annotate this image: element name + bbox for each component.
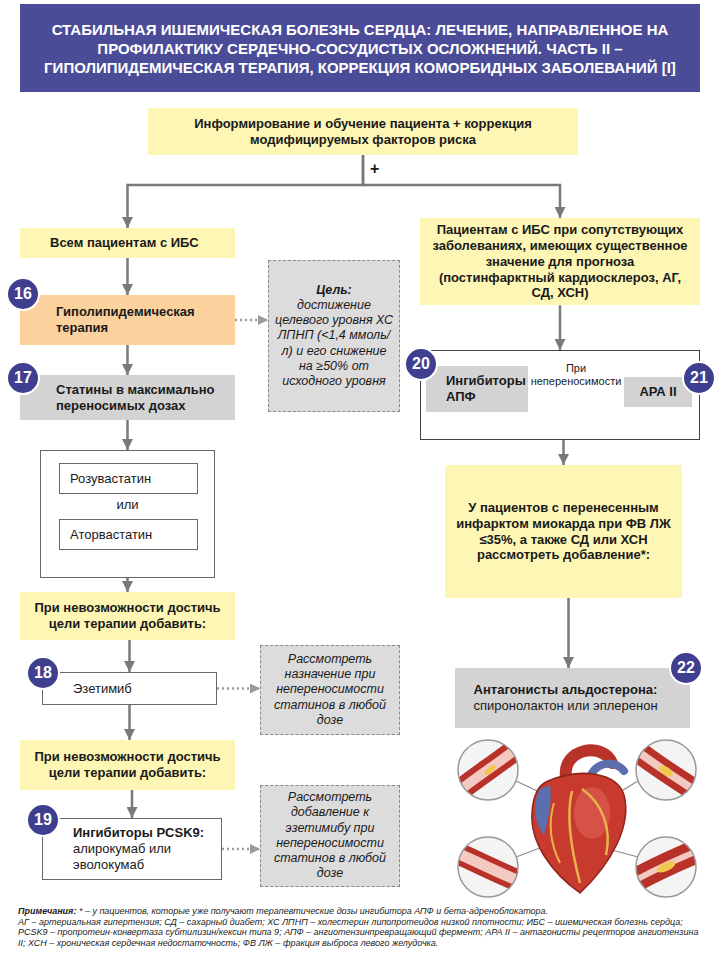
title-band: СТАБИЛЬНАЯ ИШЕМИЧЕСКАЯ БОЛЕЗНЬ СЕРДЦА: Л… <box>20 4 700 92</box>
flow-arrow <box>562 440 565 465</box>
node-text: Антагонисты альдостерона: <box>474 682 658 698</box>
node-text: Ингибиторы PCSK9: <box>73 825 204 841</box>
callout-number: 21 <box>682 361 716 395</box>
node-text: достижение целевого уровня ХС ЛПНП (<1,4… <box>275 298 393 390</box>
node-text: Цель: <box>316 283 352 298</box>
flow-arrow <box>131 790 134 818</box>
node-text: Розувастатин <box>70 471 151 487</box>
heart-body <box>532 750 626 893</box>
node-text: Гиполипидемическая терапия <box>56 304 227 336</box>
flow-arrow <box>128 155 364 228</box>
note-box: Рассмотреть добавление к эзетимибу при н… <box>260 785 400 887</box>
node-text: алирокумаб или эволокумаб <box>73 841 213 873</box>
node-text: или <box>41 497 214 513</box>
node-text: Всем пациентам с ИБС <box>50 235 199 251</box>
title-text: СТАБИЛЬНАЯ ИШЕМИЧЕСКАЯ БОЛЕЗНЬ СЕРДЦА: Л… <box>34 20 686 77</box>
callout-number: 20 <box>404 347 438 381</box>
artery-detail <box>630 837 702 897</box>
node-text: Статины в максимально переносимых дозах <box>56 382 227 414</box>
callout-number: 18 <box>26 656 60 690</box>
drug-box: Ингибиторы АПФ <box>426 366 528 412</box>
notes: Примечания: * – у пациентов, которые уже… <box>18 906 704 948</box>
callout-number: 22 <box>669 651 703 685</box>
drug-box: Ингибиторы PCSK9:алирокумаб или эволокум… <box>42 818 222 880</box>
node-text: Рассмотреть добавление к эзетимибу при н… <box>267 790 393 882</box>
note-heading: Примечания: <box>18 906 76 916</box>
node-text: Пациентам с ИБС при сопутствующих заболе… <box>428 222 692 301</box>
dotted-arrow <box>235 319 268 322</box>
therapy-box: Гиполипидемическая терапия <box>20 295 235 345</box>
detail-ring <box>458 740 518 800</box>
node-text: Аторвастатин <box>70 527 152 543</box>
flow-arrow <box>128 705 131 740</box>
note-box: Рассмотреть назначение при непереносимос… <box>260 645 400 735</box>
artery-detail <box>454 740 524 800</box>
drug-box: Аторвастатин <box>59 519 198 550</box>
note-text: * – у пациентов, которые уже получают те… <box>79 906 548 916</box>
drug-box: Эзетимиб <box>42 672 217 705</box>
flow-arrow <box>128 640 131 672</box>
node-text: Рассмотреть назначение при непереносимос… <box>267 652 393 728</box>
flow-arrow <box>126 345 129 375</box>
heart-illustration <box>452 733 702 905</box>
junction-sign: + <box>370 160 379 178</box>
node-text: спиронолактон или эплеренон <box>473 698 657 714</box>
flow-arrow <box>559 305 562 350</box>
dotted-arrow <box>222 848 260 851</box>
group-box: Пациентам с ИБС при сопутствующих заболе… <box>420 218 700 305</box>
option-group: Ингибиторы АПФ АРА II <box>420 350 700 440</box>
detail-ring <box>636 740 696 800</box>
drug-box: Статины в максимально переносимых дозах <box>20 375 235 420</box>
goal-note: Цель:достижение целевого уровня ХС ЛПНП … <box>268 260 400 412</box>
edge-label: При непереносимости <box>529 362 623 388</box>
condition-box: У пациентов с перенесенным инфарктом мио… <box>445 465 682 598</box>
drug-box: Антагонисты альдостерона:спиронолактон и… <box>455 668 690 728</box>
artery-detail <box>632 740 702 800</box>
dotted-arrow <box>217 687 260 690</box>
node-text: При невозможности достичь цели терапии д… <box>28 600 227 632</box>
abbreviations: АГ – артериальная гипертензия; СД – саха… <box>18 917 704 949</box>
node-text: Информирование и обучение пациента + кор… <box>156 116 570 148</box>
group-box: Всем пациентам с ИБС <box>20 228 235 258</box>
callout-number: 16 <box>6 277 40 311</box>
detail-ring <box>458 837 518 897</box>
info-box: Информирование и обучение пациента + кор… <box>148 108 578 155</box>
flow-arrow <box>363 155 560 218</box>
callout-number: 17 <box>6 361 40 395</box>
callout-number: 19 <box>26 803 60 837</box>
node-text: У пациентов с перенесенным инфарктом мио… <box>455 500 672 563</box>
node-text: Ингибиторы АПФ <box>446 373 526 405</box>
condition-box: При невозможности достичь цели терапии д… <box>20 740 235 790</box>
flow-arrow <box>126 420 129 450</box>
artery-detail <box>452 837 524 897</box>
node-text: При невозможности достичь цели терапии д… <box>28 749 227 781</box>
node-text: Эзетимиб <box>73 681 132 697</box>
condition-box: При невозможности достичь цели терапии д… <box>20 592 235 640</box>
node-text: АРА II <box>639 384 676 400</box>
drug-box: Розувастатин <box>59 463 198 494</box>
flow-arrow <box>126 578 129 592</box>
flow-arrow <box>126 258 129 295</box>
flow-arrow <box>567 598 570 668</box>
option-group: или РозувастатинАторвастатин <box>40 450 215 578</box>
detail-ring <box>636 837 696 897</box>
